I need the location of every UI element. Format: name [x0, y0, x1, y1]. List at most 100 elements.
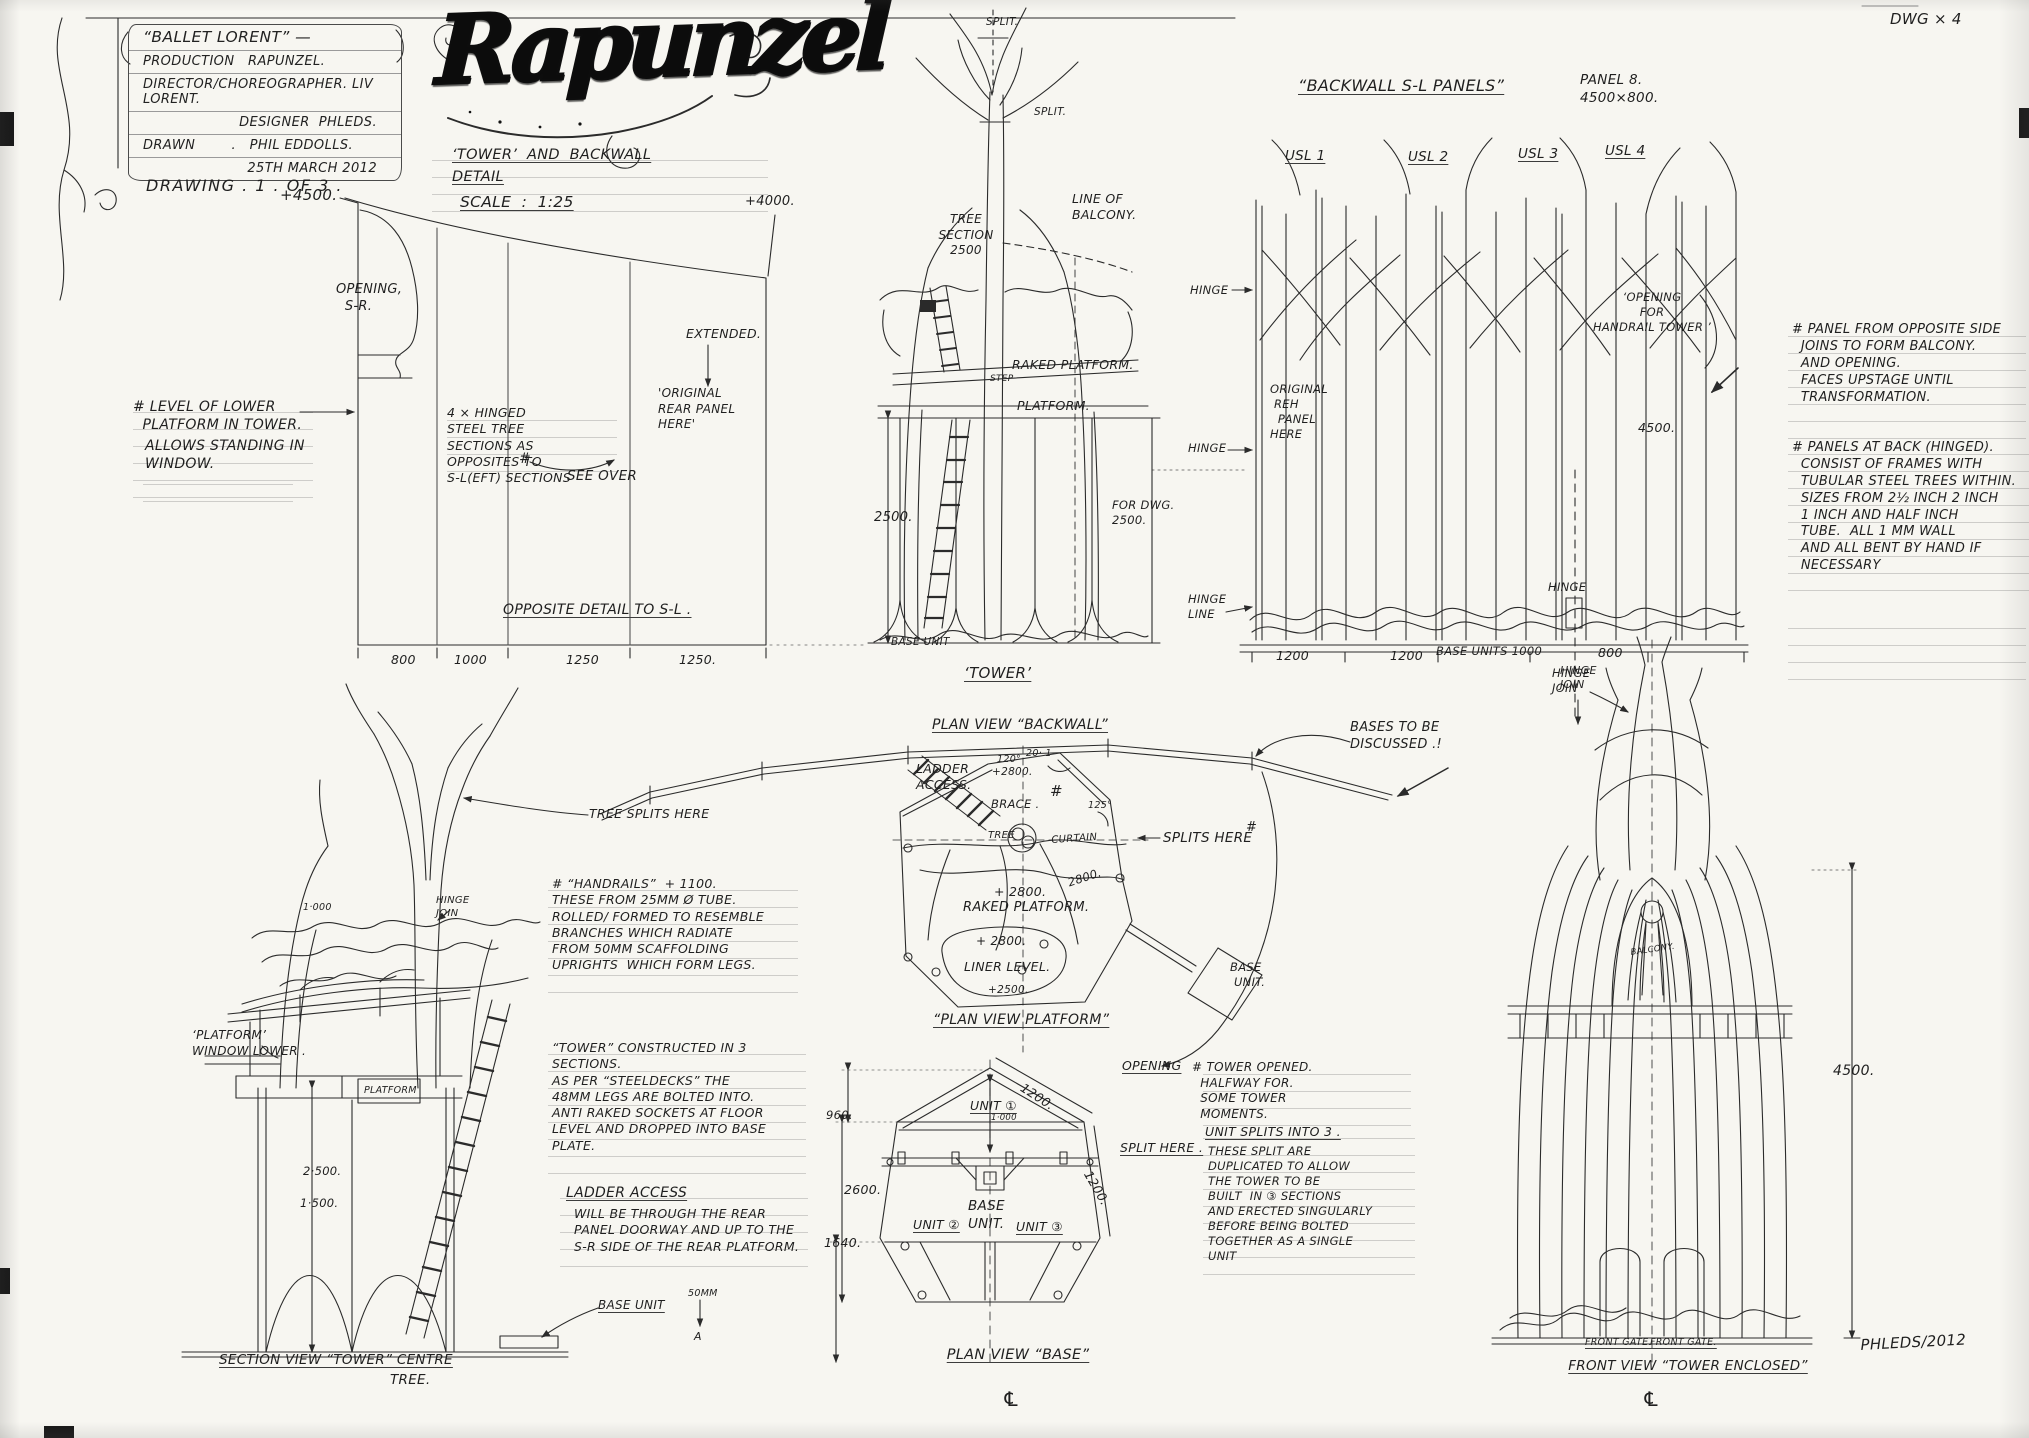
dim-2600: 2600.	[844, 1182, 882, 1197]
sr-panel-detail-sketch	[299, 197, 869, 659]
title-plan-view-backwall: PLAN VIEW “BACKWALL”	[931, 717, 1109, 733]
label-hinge-upper: HINGE	[1190, 283, 1229, 297]
note-bases-to-be-discussed: BASES TO BE DISCUSSED .!	[1350, 720, 1443, 752]
label-platform-elev: PLATFORM.	[1017, 398, 1090, 413]
label-see-over: SEE OVER	[567, 468, 638, 484]
label-marker-a: A	[694, 1330, 702, 1343]
dim-1640: 1640.	[824, 1235, 862, 1250]
backwall-panels-sketch	[1225, 137, 1749, 726]
title-front-view: FRONT VIEW “TOWER ENCLOSED”	[1568, 1358, 1808, 1374]
heading-ladder-access: LADDER ACCESS	[566, 1185, 688, 1201]
dim-angle-125: 125°	[1088, 800, 1113, 811]
dim-1000-base: 1·000	[991, 1113, 1017, 1123]
dim-1200-bw-b: 1200	[1390, 648, 1424, 663]
sheet-subtitle-2: DETAIL	[452, 169, 504, 185]
plan-base-sketch	[829, 1057, 1111, 1366]
label-for-dwg-2500: FOR DWG. 2500.	[1112, 498, 1175, 527]
label-split-lower: SPLIT.	[1034, 106, 1067, 118]
label-hinge-line: HINGE LINE	[1188, 592, 1227, 621]
label-opposite-detail: OPPOSITE DETAIL TO S-L .	[503, 602, 692, 618]
dim-2800-top: +2800.	[992, 766, 1033, 778]
note-these-split: THESE SPLIT ARE DUPLICATED TO ALLOW THE …	[1208, 1144, 1373, 1263]
tower-elevation-sketch	[867, 7, 1249, 645]
label-base-units-1000: BASE UNITS 1000	[1436, 644, 1543, 658]
dim-800: 800	[391, 652, 416, 667]
title-tower: ‘TOWER’	[964, 664, 1032, 682]
dim-800-bw: 800	[1598, 645, 1623, 660]
label-hinge-join-bw: HINGE JOIN	[1552, 666, 1591, 695]
date-line: 25TH MARCH 2012	[247, 161, 377, 176]
label-brace: BRACE .	[991, 797, 1040, 811]
centreline-symbol-front: ℄	[1642, 1387, 1661, 1411]
dim-1200-bw-a: 1200	[1276, 648, 1310, 663]
dim-angle-120: 120°	[997, 754, 1022, 765]
label-base-unit-plan-base: BASE UNIT.	[968, 1198, 1005, 1232]
label-base-unit-plan: BASE UNIT.	[1230, 960, 1266, 989]
dim-1250-b: 1250.	[679, 652, 717, 667]
label-extended: EXTENDED.	[686, 326, 762, 341]
label-tree-plan: TREE	[988, 830, 1015, 841]
label-tree-splits-here: TREE SPLITS HERE	[589, 806, 710, 821]
dim-height-4500: +4500.	[280, 186, 338, 204]
label-ladder-access-plan: LADDER ACCESS.	[916, 761, 972, 793]
section-tower-sketch	[181, 683, 704, 1358]
note-panels-at-back: # PANELS AT BACK (HINGED). CONSIST OF FR…	[1792, 440, 2017, 574]
label-hinge-box: HINGE	[1548, 580, 1587, 594]
dim-2500-section: 2·500.	[303, 1164, 342, 1178]
dim-1250-a: 1250	[566, 652, 600, 667]
production-logo: Rapunzel	[433, 0, 889, 108]
drawn-line: DRAWN . PHIL EDDOLLS.	[129, 135, 401, 158]
title-backwall-panels: “BACKWALL S-L PANELS”	[1298, 76, 1505, 95]
sheet-scale: SCALE : 1:25	[460, 193, 574, 211]
dim-height-4000: +4000.	[745, 194, 795, 209]
dim-rake-20-1: 20· 1	[1026, 748, 1052, 759]
note-handrails: # “HANDRAILS” + 1100. THESE FROM 25MM Ø …	[552, 876, 765, 973]
hash-mark-left: #	[519, 451, 532, 467]
plan-backwall-sketch	[599, 734, 1449, 821]
note-ladder-access: WILL BE THROUGH THE REAR PANEL DOORWAY A…	[574, 1206, 800, 1254]
label-panel-8: PANEL 8. 4500×800.	[1580, 72, 1659, 106]
label-usl-4: USL 4	[1605, 143, 1646, 159]
note-tower-constructed: “TOWER” CONSTRUCTED IN 3 SECTIONS. AS PE…	[552, 1040, 767, 1153]
dim-4500-backwall: 4500.	[1638, 420, 1676, 435]
dim-50mm: 50MM	[688, 1288, 718, 1299]
dim-960: 960.	[826, 1108, 853, 1122]
label-original-reh-panel: ORIGINAL REH PANEL HERE	[1270, 382, 1329, 441]
label-front-gate-2: FRONT GATE.	[1650, 1337, 1717, 1348]
label-liner-level: LINER LEVEL.	[964, 959, 1051, 974]
label-split-here: SPLIT HERE .	[1120, 1140, 1204, 1155]
dim-1000-section: 1·000	[303, 902, 332, 913]
label-hinge-mid: HINGE	[1188, 441, 1227, 455]
label-opening-handrail-tower: ‘OPENING FOR HANDRAIL TOWER ’	[1592, 290, 1712, 334]
label-raked-platform-plan: RAKED PLATFORM.	[963, 900, 1090, 915]
label-opening-sr: OPENING, S-R.	[336, 282, 403, 314]
title-plan-view-base: PLAN VIEW “BASE”	[946, 1347, 1090, 1363]
production-line: PRODUCTION RAPUNZEL.	[129, 51, 401, 74]
dim-1000: 1000	[454, 652, 488, 667]
title-plan-view-platform: “PLAN VIEW PLATFORM”	[933, 1012, 1110, 1028]
label-unit-1: UNIT ①	[970, 1098, 1017, 1113]
label-splits-here: SPLITS HERE	[1163, 830, 1253, 846]
note-allows-standing: ALLOWS STANDING IN WINDOW.	[145, 438, 305, 473]
note-tower-opened: # TOWER OPENED. HALFWAY FOR. SOME TOWER …	[1192, 1060, 1313, 1121]
label-raked-platform-elev: RAKED PLATFORM.	[1012, 357, 1134, 372]
title-section-view-tree: TREE.	[390, 1372, 431, 1388]
centreline-symbol-base: ℄	[1002, 1387, 1021, 1411]
dim-1500-section: 1·500.	[300, 1196, 339, 1210]
label-line-of-balcony: LINE OF BALCONY.	[1072, 191, 1137, 223]
dim-2500-tower-left: 2500.	[874, 510, 913, 525]
note-4x-hinged: 4 × HINGED STEEL TREE SECTIONS AS OPPOSI…	[447, 405, 571, 485]
dim-4500-front: 4500.	[1833, 1063, 1875, 1079]
sheet-decorations	[0, 5, 2029, 1438]
label-hinge-join-front: HINGE JOIN	[1560, 664, 1597, 692]
title-block: “BALLET LORENT” — PRODUCTION RAPUNZEL. D…	[128, 24, 402, 181]
company-name: “BALLET LORENT” —	[129, 25, 401, 51]
label-platform-window-lower: ‘PLATFORM’ WINDOW LOWER .	[192, 1028, 307, 1058]
hash-mark-splits: #	[1246, 820, 1258, 835]
label-hinge-join-section: HINGE JOIN	[436, 895, 470, 919]
label-tree-section: TREE SECTION 2500	[938, 212, 994, 258]
title-section-view: SECTION VIEW “TOWER” CENTRE	[219, 1352, 453, 1368]
note-unit-splits-3: UNIT SPLITS INTO 3 .	[1205, 1124, 1341, 1139]
